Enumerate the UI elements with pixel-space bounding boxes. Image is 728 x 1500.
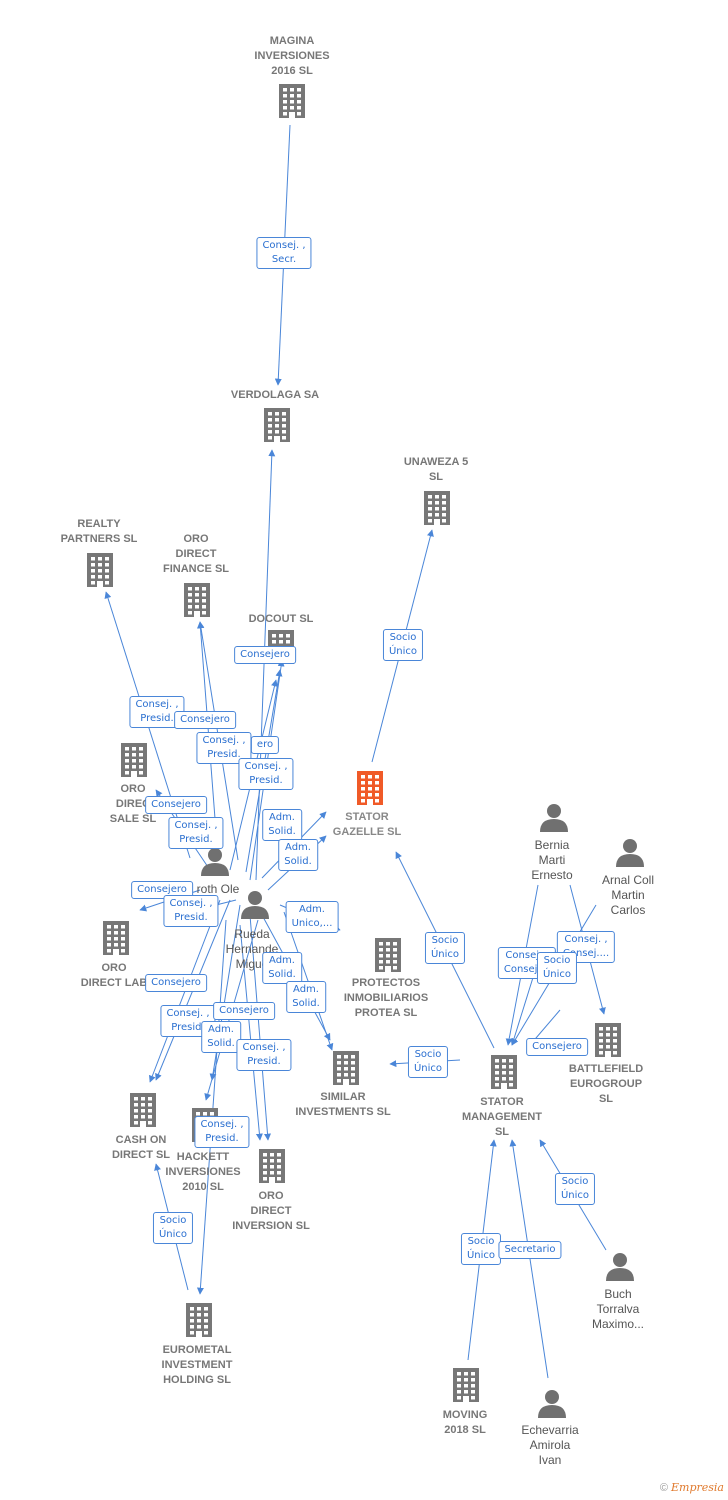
node-label-roth[interactable]: roth Ole	[196, 882, 240, 896]
edge-role-label[interactable]: Consej. , Presid.	[194, 1116, 250, 1148]
footer-brand[interactable]: © Empresia	[660, 1481, 724, 1494]
edge-role-label[interactable]: Socio Único	[554, 1173, 596, 1205]
edge-role-label[interactable]: Adm. Solid.	[201, 1021, 241, 1053]
person-icon[interactable]	[540, 804, 568, 832]
person-icon[interactable]	[538, 1390, 566, 1418]
building-icon[interactable]	[184, 583, 210, 617]
node-label-statormgmt[interactable]: STATOR MANAGEMENT SL	[461, 1096, 543, 1138]
node-label-orosale[interactable]: ORO DIREC SALE SL	[109, 783, 157, 825]
edge-role-label[interactable]: Socio Único	[460, 1233, 502, 1265]
node-label-protectos[interactable]: PROTECTOS INMOBILIARIOS PROTEA SL	[343, 977, 429, 1019]
edge-role-label[interactable]: Consejero	[526, 1038, 588, 1056]
node-label-unaweza[interactable]: UNAWEZA 5 SL	[403, 456, 469, 483]
node-label-orofinance[interactable]: ORO DIRECT FINANCE SL	[163, 533, 229, 575]
person-icon[interactable]	[616, 839, 644, 867]
edge-role-label[interactable]: Consejero	[234, 646, 296, 664]
edge-role-label[interactable]: Adm. Solid.	[286, 981, 326, 1013]
relation-edge	[509, 1139, 549, 1379]
edge-role-label[interactable]: Socio Único	[407, 1046, 449, 1078]
relation-edge	[255, 449, 276, 881]
edge-role-label[interactable]: Consejero	[213, 1002, 275, 1020]
node-label-bernia[interactable]: Bernia Marti Ernesto	[531, 838, 573, 882]
edge-role-label[interactable]: Consejero	[145, 974, 207, 992]
edge-role-label[interactable]: Adm. Solid.	[278, 839, 318, 871]
node-label-magina[interactable]: MAGINA INVERSIONES 2016 SL	[254, 35, 330, 77]
node-label-buch[interactable]: Buch Torralva Maximo...	[591, 1287, 645, 1331]
brand-logo: Empresia	[671, 1481, 724, 1494]
building-icon[interactable]	[333, 1051, 359, 1085]
node-label-oroinversion[interactable]: ORO DIRECT INVERSION SL	[232, 1190, 310, 1232]
edge-role-label[interactable]: Consej. , Secr.	[256, 237, 312, 269]
building-icon[interactable]	[424, 491, 450, 525]
person-icon[interactable]	[606, 1253, 634, 1281]
building-icon[interactable]	[264, 408, 290, 442]
node-label-hackett[interactable]: HACKETT INVERSIONES 2010 SL	[165, 1151, 241, 1193]
building-icon[interactable]	[375, 938, 401, 972]
node-label-realty[interactable]: REALTY PARTNERS SL	[60, 518, 138, 545]
building-icon[interactable]	[121, 743, 147, 777]
edge-role-label[interactable]: Adm. Unico,...	[285, 901, 339, 933]
edge-role-label[interactable]: Adm. Solid.	[262, 809, 302, 841]
node-label-docout[interactable]: DOCOUT SL	[248, 613, 314, 625]
edge-role-label[interactable]: Consej. , Presid.	[238, 758, 294, 790]
node-label-cashon[interactable]: CASH ON DIRECT SL	[111, 1134, 171, 1161]
building-icon[interactable]	[453, 1368, 479, 1402]
building-icon[interactable]	[259, 1149, 285, 1183]
edge-role-label[interactable]: Secretario	[498, 1241, 562, 1259]
node-label-moving[interactable]: MOVING 2018 SL	[442, 1409, 488, 1436]
edge-role-label[interactable]: Adm. Solid.	[262, 952, 302, 984]
node-label-similar[interactable]: SIMILAR INVESTMENTS SL	[295, 1091, 391, 1118]
building-icon[interactable]	[87, 553, 113, 587]
edge-role-label[interactable]: Consejero	[131, 881, 193, 899]
edge-role-label[interactable]: Consejero	[174, 711, 236, 729]
copyright-symbol: ©	[659, 1482, 668, 1494]
node-label-stator[interactable]: STATOR GAZELLE SL	[332, 811, 402, 838]
building-icon[interactable]	[279, 84, 305, 118]
edge-role-label[interactable]: Socio Único	[536, 952, 578, 984]
edge-role-label[interactable]: ero	[250, 736, 280, 754]
building-icon[interactable]	[103, 921, 129, 955]
edge-role-label[interactable]: Socio Único	[382, 629, 424, 661]
node-label-verdolaga[interactable]: VERDOLAGA SA	[230, 389, 320, 401]
building-icon[interactable]	[130, 1093, 156, 1127]
relation-edge	[239, 924, 263, 1141]
node-label-eurometal[interactable]: EUROMETAL INVESTMENT HOLDING SL	[161, 1344, 233, 1386]
edge-role-label[interactable]: Socio Único	[424, 932, 466, 964]
relation-edge	[196, 919, 227, 1295]
building-icon[interactable]	[491, 1055, 517, 1089]
person-icon[interactable]	[241, 891, 269, 919]
node-label-echevarria[interactable]: Echevarria Amirola Ivan	[521, 1423, 579, 1467]
building-icon[interactable]	[357, 771, 383, 805]
edge-role-label[interactable]: Socio Único	[152, 1212, 194, 1244]
edge-role-label[interactable]: Consej. , Presid.	[163, 895, 219, 927]
building-icon[interactable]	[595, 1023, 621, 1057]
person-icon[interactable]	[201, 848, 229, 876]
building-icon[interactable]	[186, 1303, 212, 1337]
relation-edge	[249, 914, 271, 1141]
icons-layer	[87, 84, 644, 1418]
node-label-orolab[interactable]: ORO DIRECT LAB	[80, 962, 148, 989]
edge-role-label[interactable]: Consej. , Presid.	[168, 817, 224, 849]
edge-role-label[interactable]: Consej. , Presid.	[236, 1039, 292, 1071]
node-label-arnal[interactable]: Arnal Coll Martin Carlos	[601, 873, 655, 917]
node-label-battlefield[interactable]: BATTLEFIELD EUROGROUP SL	[568, 1063, 644, 1105]
edge-role-label[interactable]: Consejero	[145, 796, 207, 814]
